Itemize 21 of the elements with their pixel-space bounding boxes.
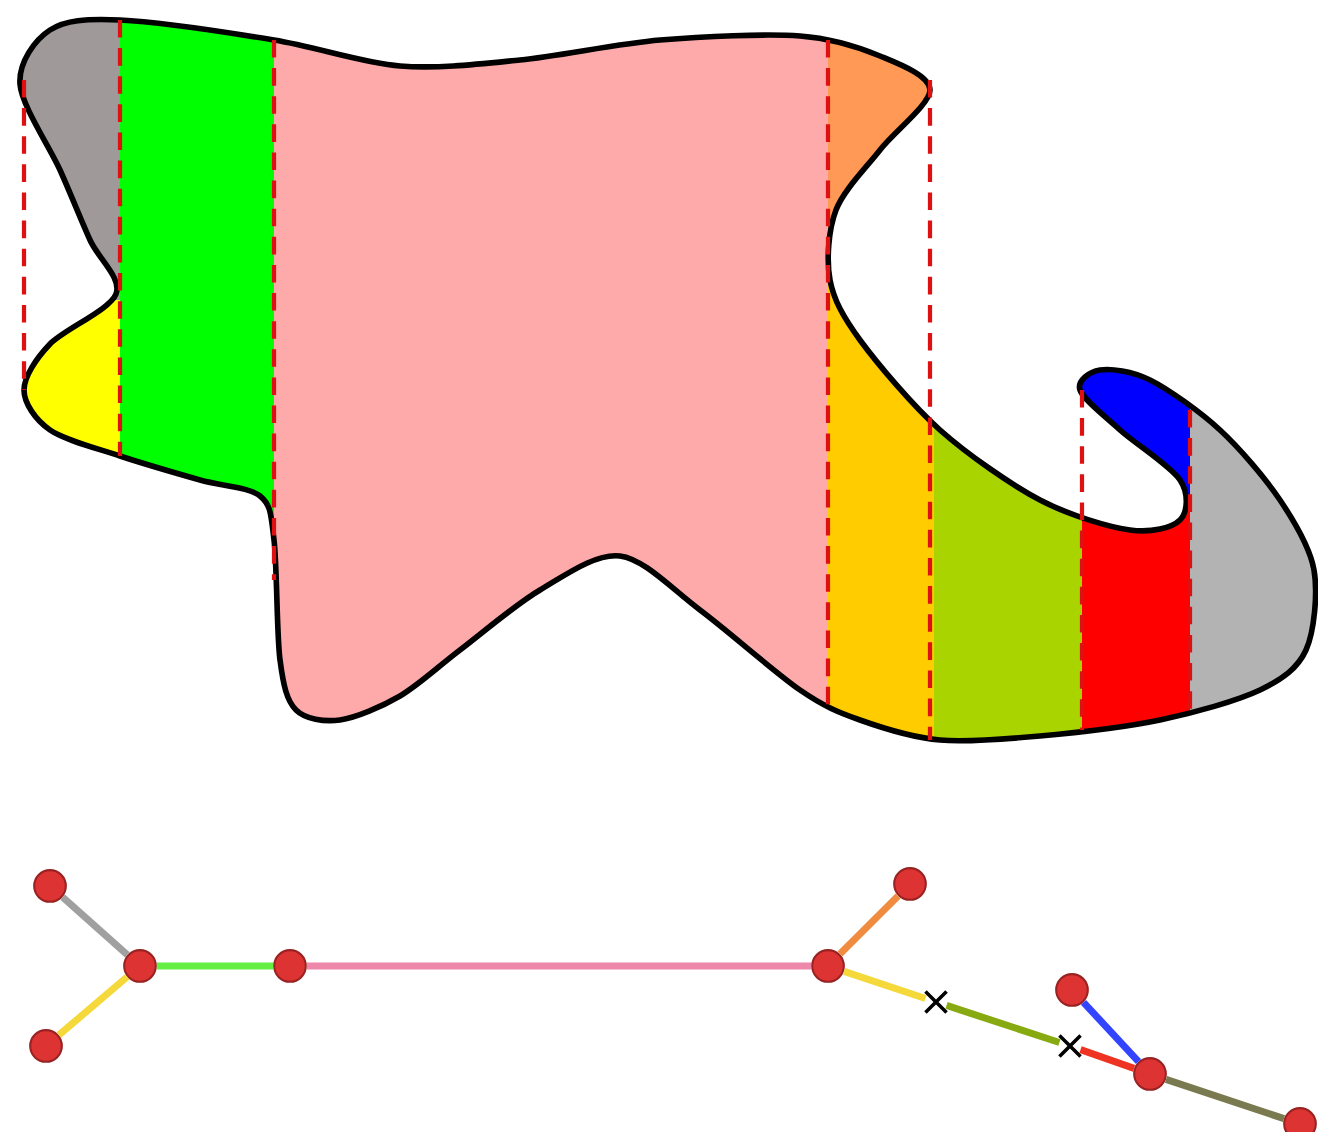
graph-vertex — [33, 869, 67, 903]
graph-vertex — [273, 949, 307, 983]
graph-vertex — [1055, 973, 1089, 1007]
graph-edge — [1080, 999, 1142, 1064]
cross-mark — [1057, 1033, 1083, 1059]
graph-edge — [1164, 1075, 1286, 1122]
graph-edge — [945, 1002, 1061, 1046]
graph-edge — [837, 893, 901, 957]
graph-vertex — [1283, 1107, 1317, 1132]
cross-mark — [923, 989, 949, 1015]
graph-vertex — [893, 867, 927, 901]
graph-edge — [306, 962, 812, 970]
graph-edge — [56, 974, 130, 1038]
graph-edge — [156, 962, 274, 970]
graph-vertex — [29, 1029, 63, 1063]
graph-vertex — [811, 949, 845, 983]
graph-edge — [60, 894, 130, 958]
graph-edge — [842, 968, 927, 1002]
graph-vertex — [1133, 1057, 1167, 1091]
graph-edge — [1079, 1046, 1136, 1072]
graph-vertex — [123, 949, 157, 983]
